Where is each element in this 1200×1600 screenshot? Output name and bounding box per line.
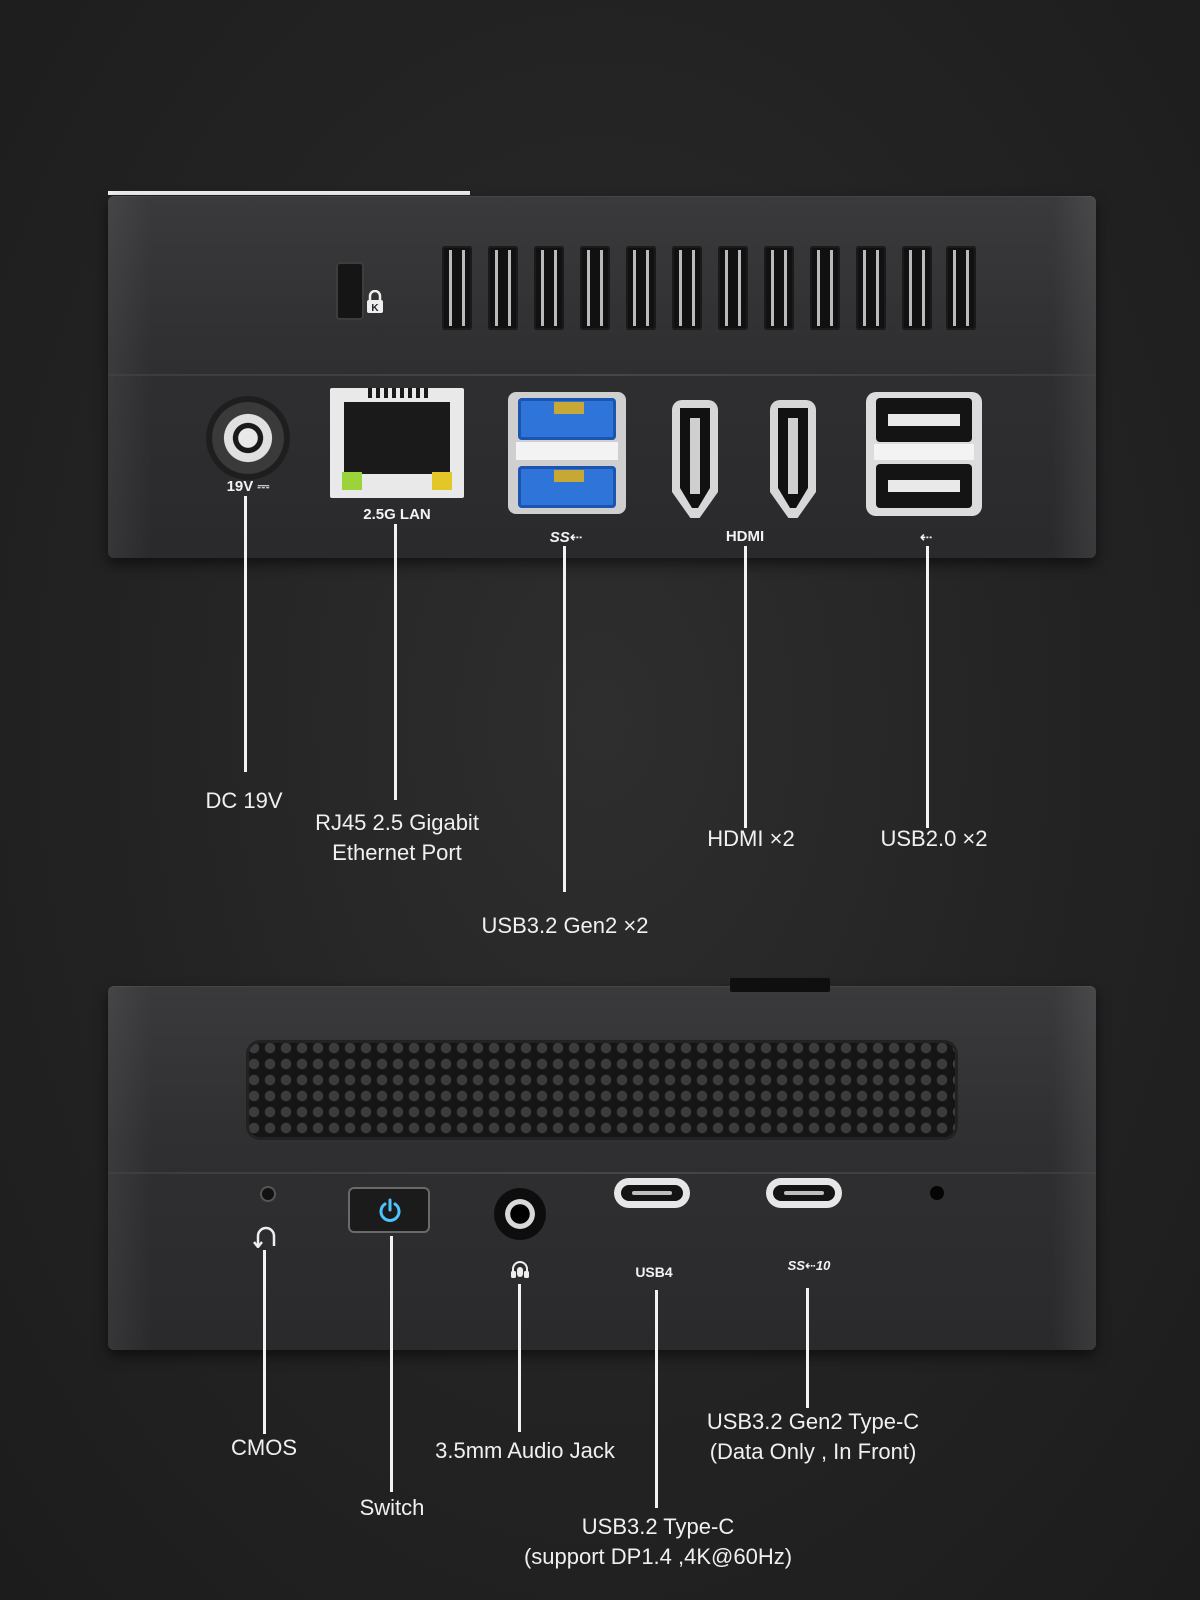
usb3-slot-tab bbox=[554, 402, 584, 414]
lan-led-green bbox=[342, 472, 362, 490]
callout-line-switch bbox=[390, 1236, 393, 1492]
callout-rj45: RJ45 2.5 Gigabit Ethernet Port bbox=[315, 810, 479, 865]
callout-line-cmos bbox=[263, 1250, 266, 1434]
vent-slot bbox=[626, 246, 656, 330]
headset-icon bbox=[508, 1258, 532, 1282]
lan-port-label: 2.5G LAN bbox=[363, 506, 431, 523]
usb2-slot-tab bbox=[888, 480, 960, 492]
vent-slot bbox=[902, 246, 932, 330]
usb3-ss-logo: SS⇠ bbox=[549, 529, 583, 546]
lock-slot bbox=[336, 262, 364, 320]
vent-slot bbox=[488, 246, 518, 330]
callout-line-usb32 bbox=[563, 546, 566, 892]
hdmi-port bbox=[770, 400, 816, 518]
vent-slot bbox=[580, 246, 610, 330]
vent-slot bbox=[672, 246, 702, 330]
callout-switch: Switch bbox=[359, 1495, 425, 1520]
indicator-led bbox=[930, 1186, 944, 1200]
kensington-lock-icon: K bbox=[366, 289, 384, 314]
vent-slot bbox=[810, 246, 840, 330]
callout-usb32-gen2: USB3.2 Gen2 ×2 bbox=[481, 913, 649, 938]
usb3-slot-tab bbox=[554, 470, 584, 482]
callout-line-hdmi bbox=[744, 546, 747, 828]
panel-seam bbox=[108, 374, 1096, 376]
callout-hdmi: HDMI ×2 bbox=[707, 826, 795, 851]
power-button[interactable] bbox=[348, 1187, 430, 1233]
audio-jack bbox=[494, 1188, 546, 1240]
usb2-slot bbox=[876, 398, 972, 442]
callout-usb32-typec: USB3.2 Type-C (support DP1.4 ,4K@60Hz) bbox=[523, 1514, 793, 1569]
hdmi-tongue bbox=[690, 418, 700, 494]
hdmi-tongue bbox=[788, 418, 798, 494]
hdmi-port-label: HDMI bbox=[725, 528, 765, 545]
usb4-typec-port bbox=[614, 1178, 690, 1208]
cmos-hole bbox=[262, 1188, 274, 1200]
usb3-slot bbox=[518, 398, 616, 440]
usb32-gen2-typec-port bbox=[766, 1178, 842, 1208]
callout-cmos: CMOS bbox=[231, 1435, 297, 1460]
rj45-port bbox=[330, 388, 464, 498]
vent-slot bbox=[442, 246, 472, 330]
device-side-left bbox=[108, 986, 152, 1350]
hdmi-port bbox=[672, 400, 718, 518]
vent-slot bbox=[718, 246, 748, 330]
rj45-opening bbox=[344, 402, 450, 474]
lan-led-yellow bbox=[432, 472, 452, 490]
top-highlight-strip bbox=[108, 191, 470, 195]
usb3-divider bbox=[516, 442, 618, 460]
dc-port-label: 19V ⎓ bbox=[226, 478, 270, 495]
vent-slot bbox=[856, 246, 886, 330]
power-icon bbox=[376, 1197, 404, 1229]
usb3-slot bbox=[518, 466, 616, 508]
rj45-pins bbox=[368, 388, 428, 398]
dc-jack bbox=[206, 396, 290, 480]
vent-slot bbox=[764, 246, 794, 330]
usb2-slot-tab bbox=[888, 414, 960, 426]
vent-slot bbox=[534, 246, 564, 330]
callout-line-usb2 bbox=[926, 546, 929, 828]
usb-icon: ⇠ bbox=[919, 529, 933, 546]
device-side-left bbox=[108, 196, 152, 558]
callout-dc-19v: DC 19V bbox=[205, 788, 283, 813]
svg-text:K: K bbox=[371, 303, 379, 314]
callout-line-audio bbox=[518, 1284, 521, 1432]
callout-line-dc bbox=[244, 496, 247, 772]
device-side-right bbox=[1052, 196, 1096, 558]
usb2-slot bbox=[876, 464, 972, 508]
usb32-gen2-ports bbox=[508, 392, 626, 514]
callout-usb32-gen2-typec: USB3.2 Gen2 Type-C (Data Only , In Front… bbox=[706, 1409, 920, 1464]
callout-line-lan bbox=[394, 524, 397, 800]
callout-usb20: USB2.0 ×2 bbox=[880, 826, 988, 851]
cmos-reset-icon bbox=[252, 1224, 280, 1250]
callout-line-ss10 bbox=[806, 1288, 809, 1408]
front-vent-grille bbox=[246, 1040, 958, 1140]
vent-slot bbox=[946, 246, 976, 330]
panel-seam bbox=[108, 1172, 1096, 1174]
usb4-label: USB4 bbox=[635, 1264, 673, 1280]
callout-audio-jack: 3.5mm Audio Jack bbox=[435, 1438, 615, 1463]
ss10-logo: SS⇠10 bbox=[787, 1258, 831, 1273]
device-side-right bbox=[1052, 986, 1096, 1350]
usb2-divider bbox=[874, 444, 974, 460]
usb20-ports bbox=[866, 392, 982, 516]
top-tab bbox=[730, 978, 830, 992]
callout-line-usb4 bbox=[655, 1290, 658, 1508]
